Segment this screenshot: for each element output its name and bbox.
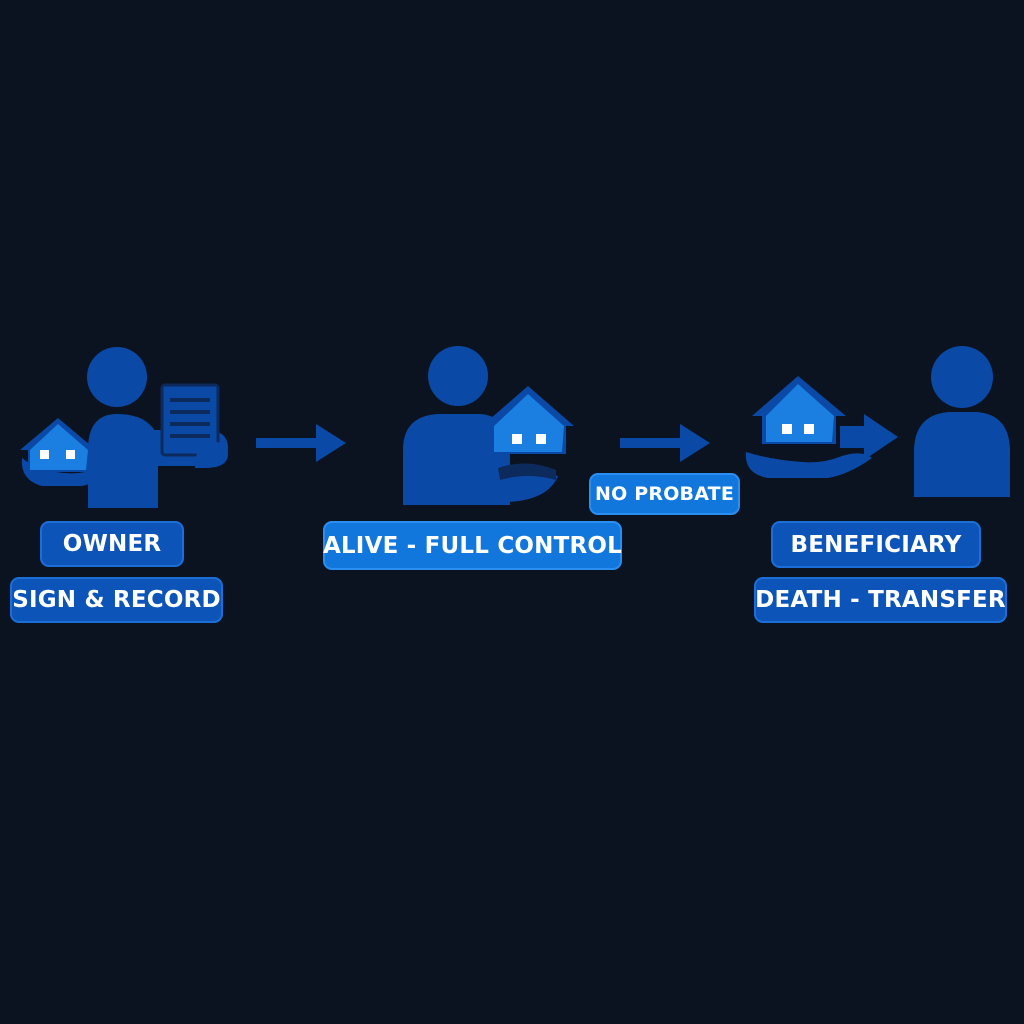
beneficiary-person-icon <box>914 346 1010 497</box>
sign-record-label: SIGN & RECORD <box>10 577 223 623</box>
death-transfer-label: DEATH - TRANSFER <box>754 577 1007 623</box>
owner-with-house-and-deed-icon <box>20 347 228 508</box>
person-holding-house-icon <box>403 346 574 505</box>
hand-house-transfer-icon <box>745 376 898 478</box>
no-probate-label: NO PROBATE <box>589 473 740 515</box>
owner-label: OWNER <box>40 521 184 567</box>
alive-full-control-label: ALIVE - FULL CONTROL <box>323 521 622 570</box>
right-arrow-icon <box>256 424 346 462</box>
right-arrow-icon <box>620 424 710 462</box>
beneficiary-label: BENEFICIARY <box>771 521 981 568</box>
